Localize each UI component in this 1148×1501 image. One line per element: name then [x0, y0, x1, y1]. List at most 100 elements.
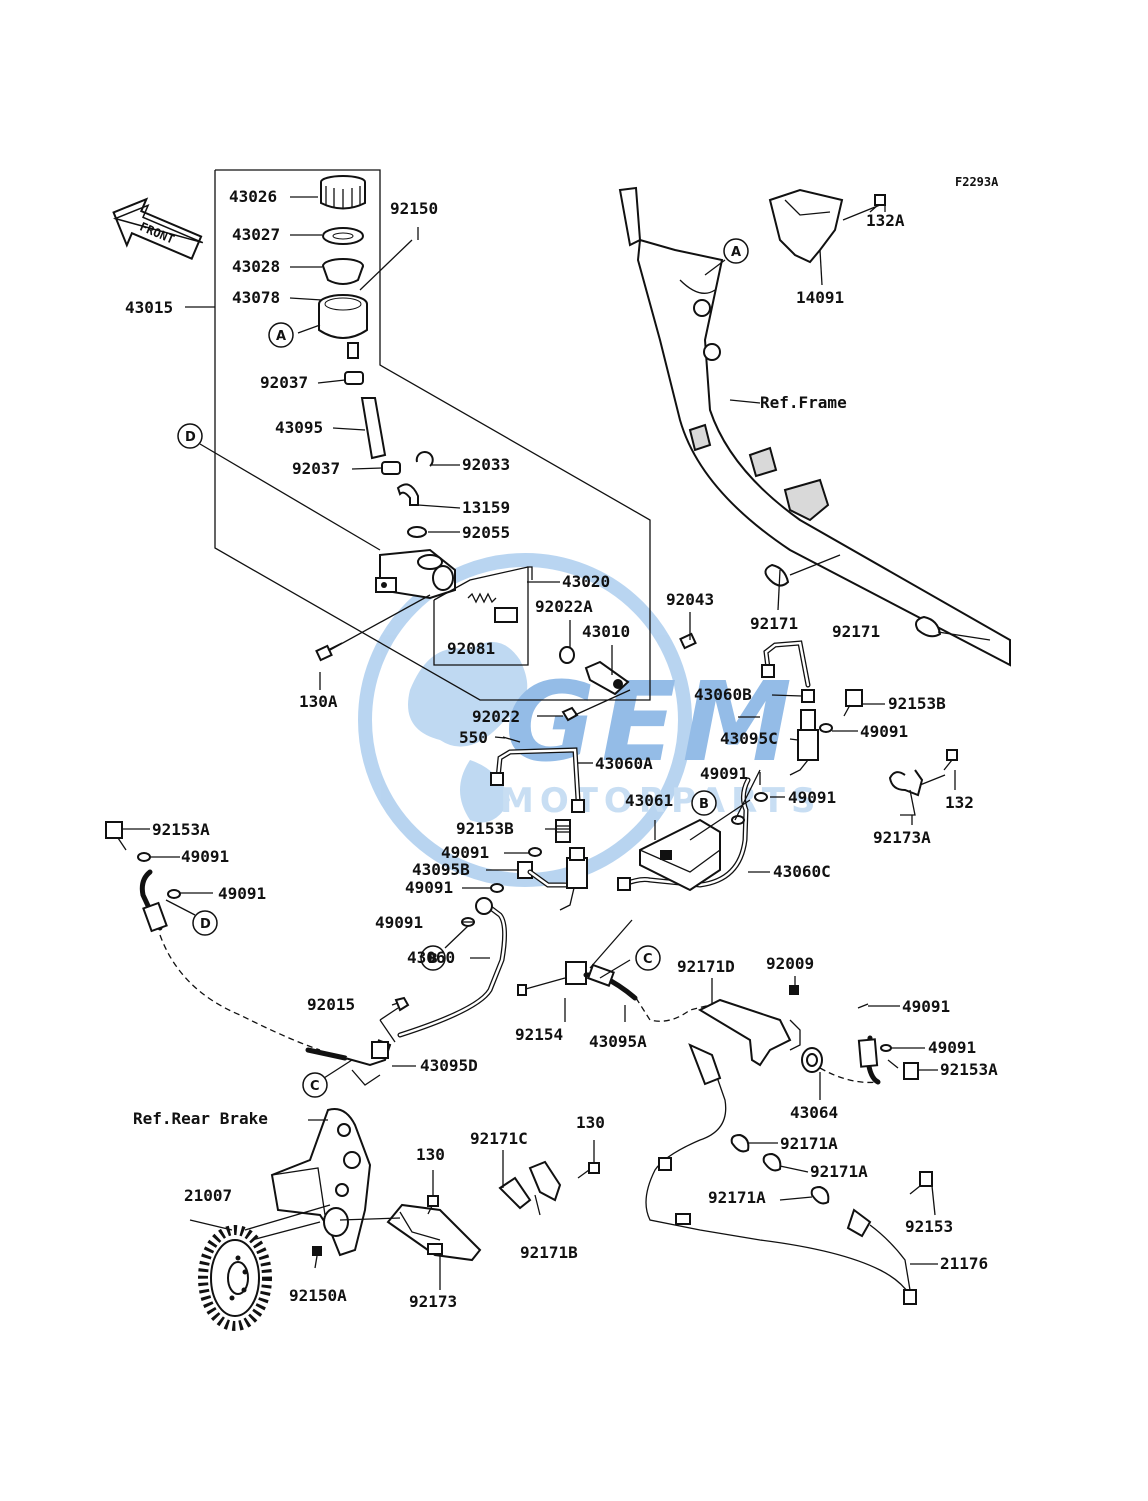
- leader-lines: [123, 196, 991, 1290]
- clamp-92171C: [498, 1176, 532, 1210]
- washer-rr1: [857, 1003, 869, 1009]
- brake-pipe-43060B: [761, 640, 815, 703]
- brake-disc-21007: [198, 1225, 272, 1331]
- nut-92022: [561, 706, 579, 722]
- piston-kit-bracket: [433, 566, 533, 666]
- hose-clamp-lower: [381, 461, 401, 475]
- part-label: 92171D: [677, 957, 735, 976]
- part-label: 550: [459, 728, 488, 747]
- clamp-92171-1: [764, 563, 790, 587]
- part-label: 92171: [832, 622, 880, 641]
- part-label: 92153B: [888, 694, 946, 713]
- part-label: 49091: [218, 884, 266, 903]
- callout-A-frame: A: [723, 238, 749, 264]
- master-cylinder-body: [375, 548, 456, 600]
- svg-text:D: D: [200, 917, 211, 932]
- circlip: [415, 451, 434, 467]
- washer-c2: [490, 883, 504, 893]
- svg-text:D: D: [185, 430, 196, 445]
- part-labels: 43026 92150 43027 43028 43015 43078 9203…: [125, 187, 998, 1311]
- ref-frame-label: Ref.Frame: [760, 393, 847, 412]
- reservoir-hose: [360, 397, 387, 460]
- part-label: 43060B: [694, 685, 752, 704]
- ref-rear-brake-label: Ref.Rear Brake: [133, 1109, 268, 1128]
- part-label: 43095D: [420, 1056, 478, 1075]
- figure-code: F2293A: [955, 175, 999, 189]
- part-label: 43020: [562, 572, 610, 591]
- part-label: 49091: [441, 843, 489, 862]
- brake-hose-joint: [565, 961, 711, 1022]
- bolt-92154: [517, 977, 566, 996]
- part-label: 43026: [229, 187, 277, 206]
- banjo-bolt-92153B-center: [555, 819, 571, 843]
- part-label: 92150: [390, 199, 438, 218]
- abs-sensor-lead-21176: [645, 1043, 917, 1305]
- diaphragm-plate: [322, 227, 364, 245]
- part-label: 49091: [375, 913, 423, 932]
- part-label: 43064: [790, 1103, 838, 1122]
- svg-text:B: B: [428, 952, 438, 967]
- elbow-fitting: [396, 483, 419, 506]
- part-label: 92015: [307, 995, 355, 1014]
- part-label: 43060A: [595, 754, 653, 773]
- part-label: 43078: [232, 288, 280, 307]
- washer-l1: [137, 852, 151, 862]
- push-rod-seal: [559, 646, 575, 664]
- brake-hose-joint-43095B: [517, 847, 588, 911]
- part-label: 92171A: [810, 1162, 868, 1181]
- part-label: 49091: [902, 997, 950, 1016]
- push-rod: [584, 660, 630, 696]
- washer-c1: [528, 847, 542, 857]
- cotter-pin: [502, 736, 521, 743]
- part-label: 130A: [299, 692, 338, 711]
- rear-brake-bracket: [270, 1108, 372, 1257]
- part-label: 43060: [407, 948, 455, 967]
- part-label: 92171B: [520, 1243, 578, 1262]
- bolt-130A: [315, 642, 343, 662]
- part-label: 92173: [409, 1292, 457, 1311]
- abs-bracket-43061: [639, 818, 721, 892]
- piston-spring: [467, 592, 518, 623]
- assembly-bracket: [185, 169, 651, 701]
- watermark-main: GEM: [505, 658, 798, 786]
- svg-text:A: A: [731, 245, 741, 260]
- part-label: 49091: [181, 847, 229, 866]
- bracket-92173: [386, 1203, 482, 1262]
- part-label: 21007: [184, 1186, 232, 1205]
- part-label: 92171A: [780, 1134, 838, 1153]
- part-label: 92037: [292, 459, 340, 478]
- brake-hose-joint-43095D: [344, 1039, 392, 1086]
- part-label: 43015: [125, 298, 173, 317]
- part-label: 92153: [905, 1217, 953, 1236]
- frame: [618, 186, 1011, 667]
- part-label: 43028: [232, 257, 280, 276]
- part-label: 92153A: [940, 1060, 998, 1079]
- part-label: 130: [576, 1113, 605, 1132]
- washer-l2: [167, 889, 181, 899]
- bolt-92153: [909, 1171, 933, 1195]
- washer-r4: [731, 815, 745, 825]
- brake-pipe-43060C: [617, 777, 751, 891]
- callout-D-upper: D: [177, 423, 203, 449]
- bolt-132: [943, 749, 958, 771]
- callout-D-lower: D: [192, 910, 218, 936]
- part-label: 92150A: [289, 1286, 347, 1305]
- part-label: 92055: [462, 523, 510, 542]
- part-label: 92153A: [152, 820, 210, 839]
- clamp-92171A-2: [762, 1152, 782, 1172]
- callout-A-upper: A: [268, 322, 294, 348]
- brake-pipe-43060A: [490, 747, 585, 813]
- part-label: 13159: [462, 498, 510, 517]
- part-label: 43027: [232, 225, 280, 244]
- o-ring-92055: [407, 526, 427, 538]
- grommet-43064: [801, 1047, 823, 1073]
- part-label: 43095B: [412, 860, 470, 879]
- part-label: 92009: [766, 954, 814, 973]
- abs-hose-right: [819, 1035, 881, 1085]
- part-label: 92154: [515, 1025, 563, 1044]
- part-label: 92022: [472, 707, 520, 726]
- callout-B-pipe: B: [420, 945, 446, 971]
- svg-text:B: B: [699, 797, 709, 812]
- banjo-bolt-92153A-left: [105, 821, 127, 851]
- part-label: 43061: [625, 791, 673, 810]
